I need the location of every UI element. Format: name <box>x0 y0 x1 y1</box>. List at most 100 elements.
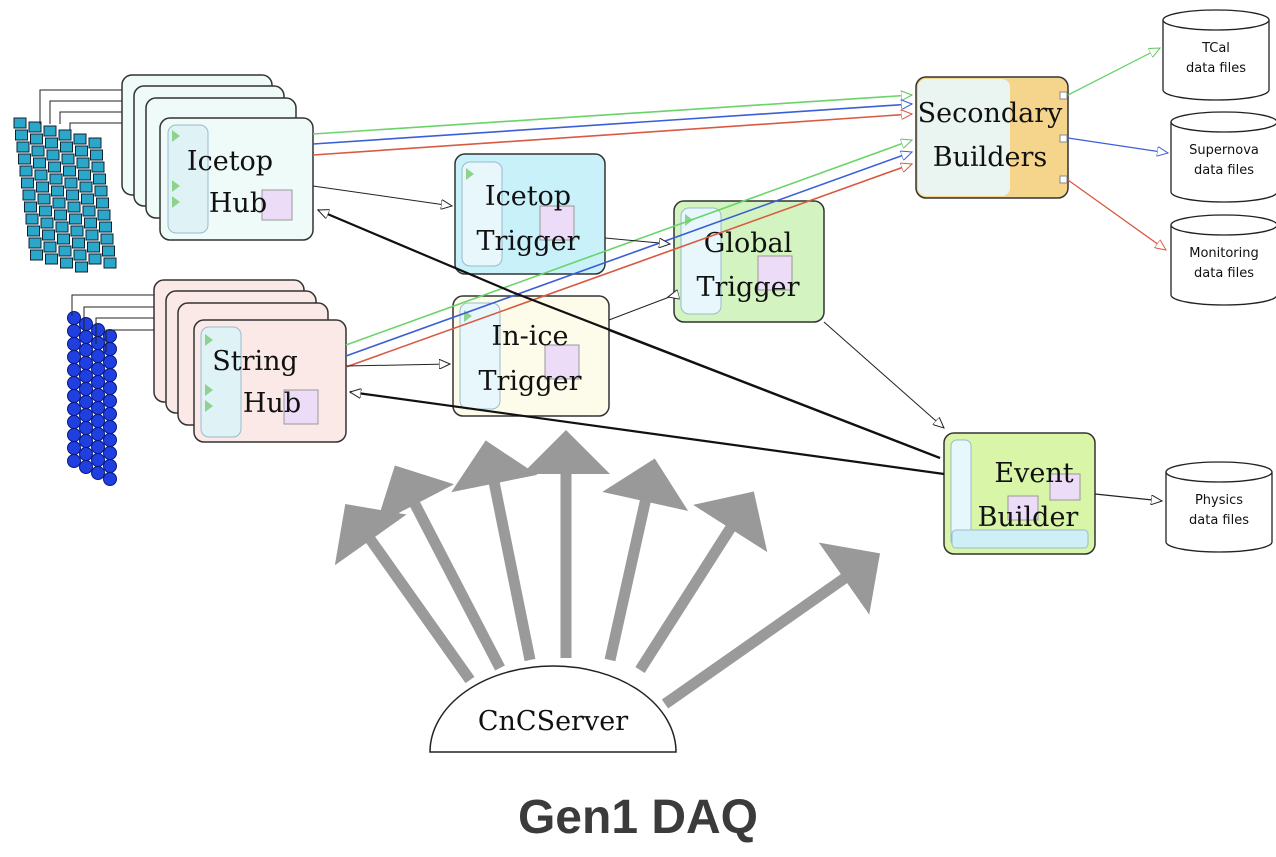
dom-sensor <box>91 414 105 428</box>
icetop-tank <box>84 217 97 229</box>
monitoring-data-file-label-2: data files <box>1194 266 1254 281</box>
hit-flow-arrows <box>312 185 944 428</box>
event-builder-label-2: Builder <box>978 502 1079 533</box>
monitoring-data-file-label-1: Monitoring <box>1189 246 1259 261</box>
dom-sensor <box>79 421 93 435</box>
icetop-tank <box>27 225 40 237</box>
icetop-tank <box>96 197 109 209</box>
dom-sensor <box>91 427 105 441</box>
icetop-hub-box[interactable]: Icetop Hub <box>159 117 314 241</box>
monitoring-data-file[interactable]: Monitoring data files <box>1170 214 1276 306</box>
icetop-tank <box>58 245 72 257</box>
icetop-tank <box>67 201 81 213</box>
icetop-tank <box>75 145 88 157</box>
icetop-tank <box>79 181 93 193</box>
dom-sensor <box>79 434 93 448</box>
secondary-builders-box[interactable]: Secondary Builders <box>915 76 1069 199</box>
icetop-tank <box>66 189 79 201</box>
dom-sensor <box>91 362 105 376</box>
icetop-tank <box>72 237 85 249</box>
dom-sensor <box>67 376 81 390</box>
string-hub-label-1: String <box>212 346 298 377</box>
dom-sensor <box>91 375 105 389</box>
inice-trigger-box[interactable]: In-ice Trigger <box>452 295 610 417</box>
string-hub-box[interactable]: String Hub <box>193 319 347 443</box>
cnc-control-arrows <box>334 430 881 709</box>
icetop-tank <box>88 137 102 149</box>
dom-sensor <box>79 317 93 331</box>
global-trigger-label-1: Global <box>704 228 792 259</box>
dom-sensor <box>103 420 117 434</box>
icetop-tank <box>87 241 100 253</box>
dom-sensor <box>103 459 117 473</box>
dom-sensor <box>67 415 81 429</box>
supernova-data-file-label-1: Supernova <box>1189 143 1259 158</box>
tcal-data-file-label-1: TCal <box>1201 41 1230 56</box>
icetop-tank <box>39 205 52 217</box>
global-trigger-box[interactable]: Global Trigger <box>673 200 825 323</box>
dom-sensor <box>103 472 117 486</box>
dom-sensor <box>67 350 81 364</box>
daq-diagram: Icetop Hub String Hub Icetop Trigger <box>13 9 1276 753</box>
dom-sensor <box>67 337 81 351</box>
icetop-tank <box>90 149 103 161</box>
dom-sensor <box>79 447 93 461</box>
icetop-tank <box>46 149 60 161</box>
icetop-tank <box>25 213 39 225</box>
icetop-tank <box>55 221 69 233</box>
secondary-builders-label-1: Secondary <box>918 98 1064 129</box>
string-detector-array <box>67 311 117 486</box>
icetop-tank <box>103 257 117 269</box>
dom-sensor <box>91 453 105 467</box>
tcal-data-file-label-2: data files <box>1186 61 1246 76</box>
dom-sensor <box>103 381 117 395</box>
icetop-trigger-box[interactable]: Icetop Trigger <box>454 153 606 275</box>
icetop-tank <box>75 261 88 273</box>
icetop-detector-array <box>13 117 117 273</box>
icetop-tank <box>21 177 34 189</box>
icetop-hub-label-2: Hub <box>209 188 267 219</box>
dom-sensor <box>79 343 93 357</box>
icetop-tank <box>60 257 73 269</box>
icetop-tank <box>51 185 64 197</box>
dom-sensor <box>67 389 81 403</box>
dom-sensor <box>91 336 105 350</box>
event-builder-box[interactable]: Event Builder <box>943 432 1096 555</box>
secondary-stream-lines <box>312 95 912 368</box>
icetop-trigger-label-2: Trigger <box>476 226 579 257</box>
icetop-tank <box>58 129 72 141</box>
dom-sensor <box>79 369 93 383</box>
icetop-tank <box>81 193 94 205</box>
dom-sensor <box>67 402 81 416</box>
icetop-tank <box>36 181 49 193</box>
dom-sensor <box>103 446 117 460</box>
cnc-server-label: CnCServer <box>478 706 628 737</box>
physics-data-file-label-1: Physics <box>1195 493 1243 508</box>
cnc-server[interactable]: CnCServer <box>429 665 677 753</box>
icetop-tank <box>42 229 55 241</box>
tcal-data-file[interactable]: TCal data files <box>1162 9 1270 101</box>
icetop-tank <box>54 209 67 221</box>
icetop-hub-label-1: Icetop <box>187 146 273 177</box>
dom-sensor <box>91 388 105 402</box>
file-output-lines <box>1067 47 1168 501</box>
icetop-tank <box>22 189 36 201</box>
icetop-tank <box>100 233 114 245</box>
diagram-caption: Gen1 DAQ <box>517 791 759 844</box>
icetop-tank <box>45 253 58 265</box>
dom-sensor <box>79 382 93 396</box>
icetop-tank <box>33 157 46 169</box>
dom-sensor <box>67 311 81 325</box>
dom-sensor <box>79 408 93 422</box>
dom-sensor <box>91 349 105 363</box>
inice-trigger-label-2: Trigger <box>478 366 581 397</box>
icetop-tank <box>49 173 63 185</box>
icetop-tank <box>64 177 78 189</box>
secondary-builders-label-2: Builders <box>933 142 1048 173</box>
icetop-tank <box>60 141 73 153</box>
icetop-tank <box>15 129 28 141</box>
icetop-tank <box>45 137 58 149</box>
